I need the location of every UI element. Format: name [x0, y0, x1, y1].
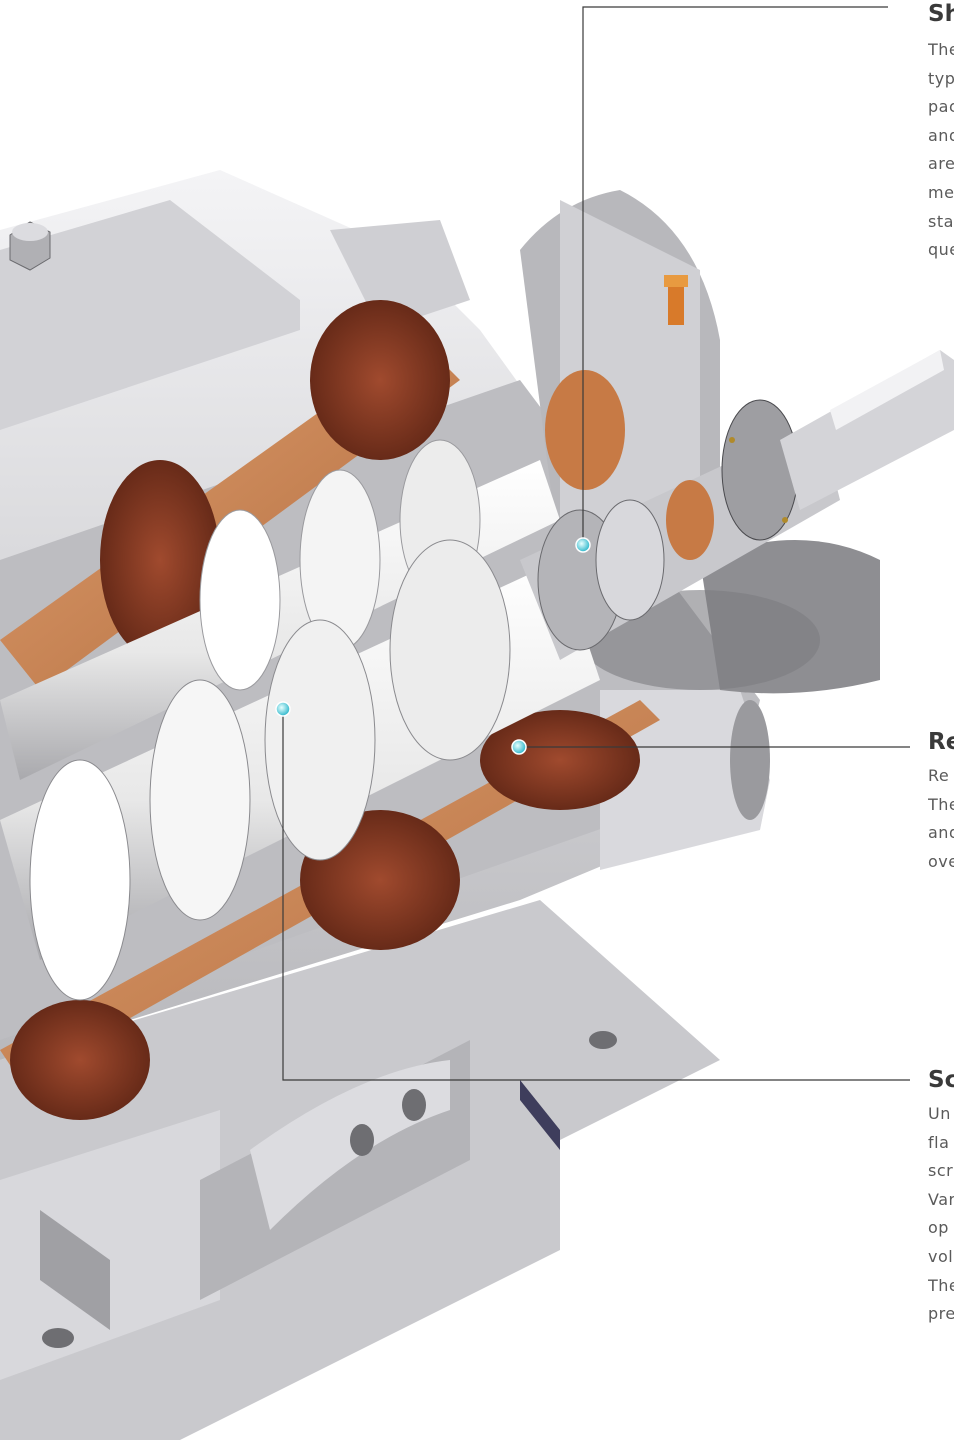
mechanical-seal — [537, 370, 799, 651]
callout-text-line: Var — [928, 1189, 954, 1209]
callout-text-line: op — [928, 1218, 949, 1238]
drive-shaft — [780, 350, 954, 510]
callout-text-line: que — [928, 240, 954, 260]
callout-text-line: Re — [928, 766, 950, 785]
callout-text-line: The — [928, 794, 954, 814]
callout-markers — [275, 537, 591, 755]
grease-nipple — [664, 275, 688, 325]
callout-text-line: and — [928, 125, 954, 145]
callout-text-line: fla — [928, 1132, 950, 1152]
callout-text-line: are — [928, 154, 954, 174]
callout-title-screws: Sc — [928, 1067, 954, 1093]
leader-line-screws — [282, 709, 910, 1081]
callout-text-line: typ — [928, 68, 954, 88]
callout-text-line: sta — [928, 211, 954, 231]
marker-dot-shaft — [575, 537, 591, 553]
callout-text-line: The — [928, 1275, 954, 1295]
callout-text-line: pre — [928, 1304, 954, 1324]
hex-bolt — [9, 221, 51, 271]
callout-title-shaft: Sh — [928, 1, 954, 27]
callout-shaft-seal: Sh The typ pac and are me sta que — [928, 0, 954, 265]
callout-title-relief: Re — [928, 729, 954, 755]
pump-base — [0, 900, 720, 1440]
callout-relief-valve: Re Re The and ove — [928, 728, 954, 876]
callout-text-line: scr — [928, 1161, 954, 1181]
callout-text-line: Un — [928, 1104, 951, 1123]
callout-text-line: pac — [928, 97, 954, 117]
callout-text-line: ove — [928, 851, 954, 871]
callout-text-line: me — [928, 182, 954, 202]
marker-dot-screws — [275, 701, 291, 717]
callout-text-line: and — [928, 823, 954, 843]
leader-lines — [282, 6, 910, 1081]
callout-text-line: vol — [928, 1246, 954, 1266]
callout-text-line: The — [928, 40, 954, 59]
leader-line-shaft — [582, 6, 888, 545]
callout-screws: Sc Un fla scr Var op vol The pre — [928, 1066, 954, 1329]
marker-dot-relief — [511, 739, 527, 755]
